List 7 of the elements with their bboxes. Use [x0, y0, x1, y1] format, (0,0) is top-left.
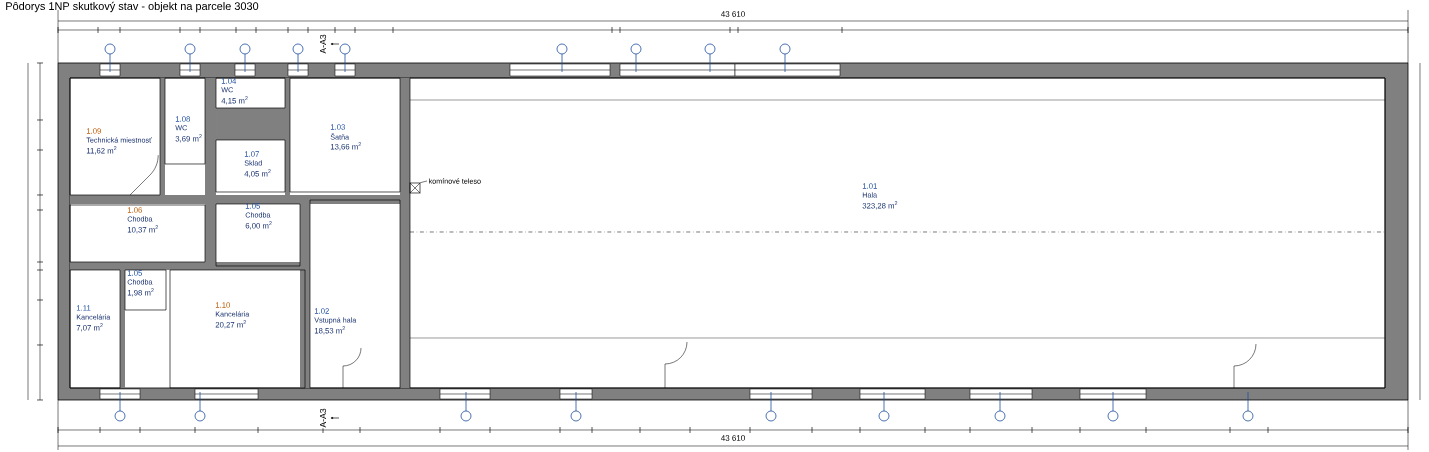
- chimney-symbol: [409, 182, 421, 194]
- dimension-text: 43 610: [720, 434, 746, 442]
- section-mark: A-A3: [319, 33, 340, 55]
- title: Pôdorys 1NP skutkový stav - objekt na parcele 3030: [6, 1, 259, 13]
- leader-line: [420, 180, 428, 183]
- section-mark: A-A3: [319, 407, 340, 429]
- dimension-text: 43 610: [720, 10, 746, 18]
